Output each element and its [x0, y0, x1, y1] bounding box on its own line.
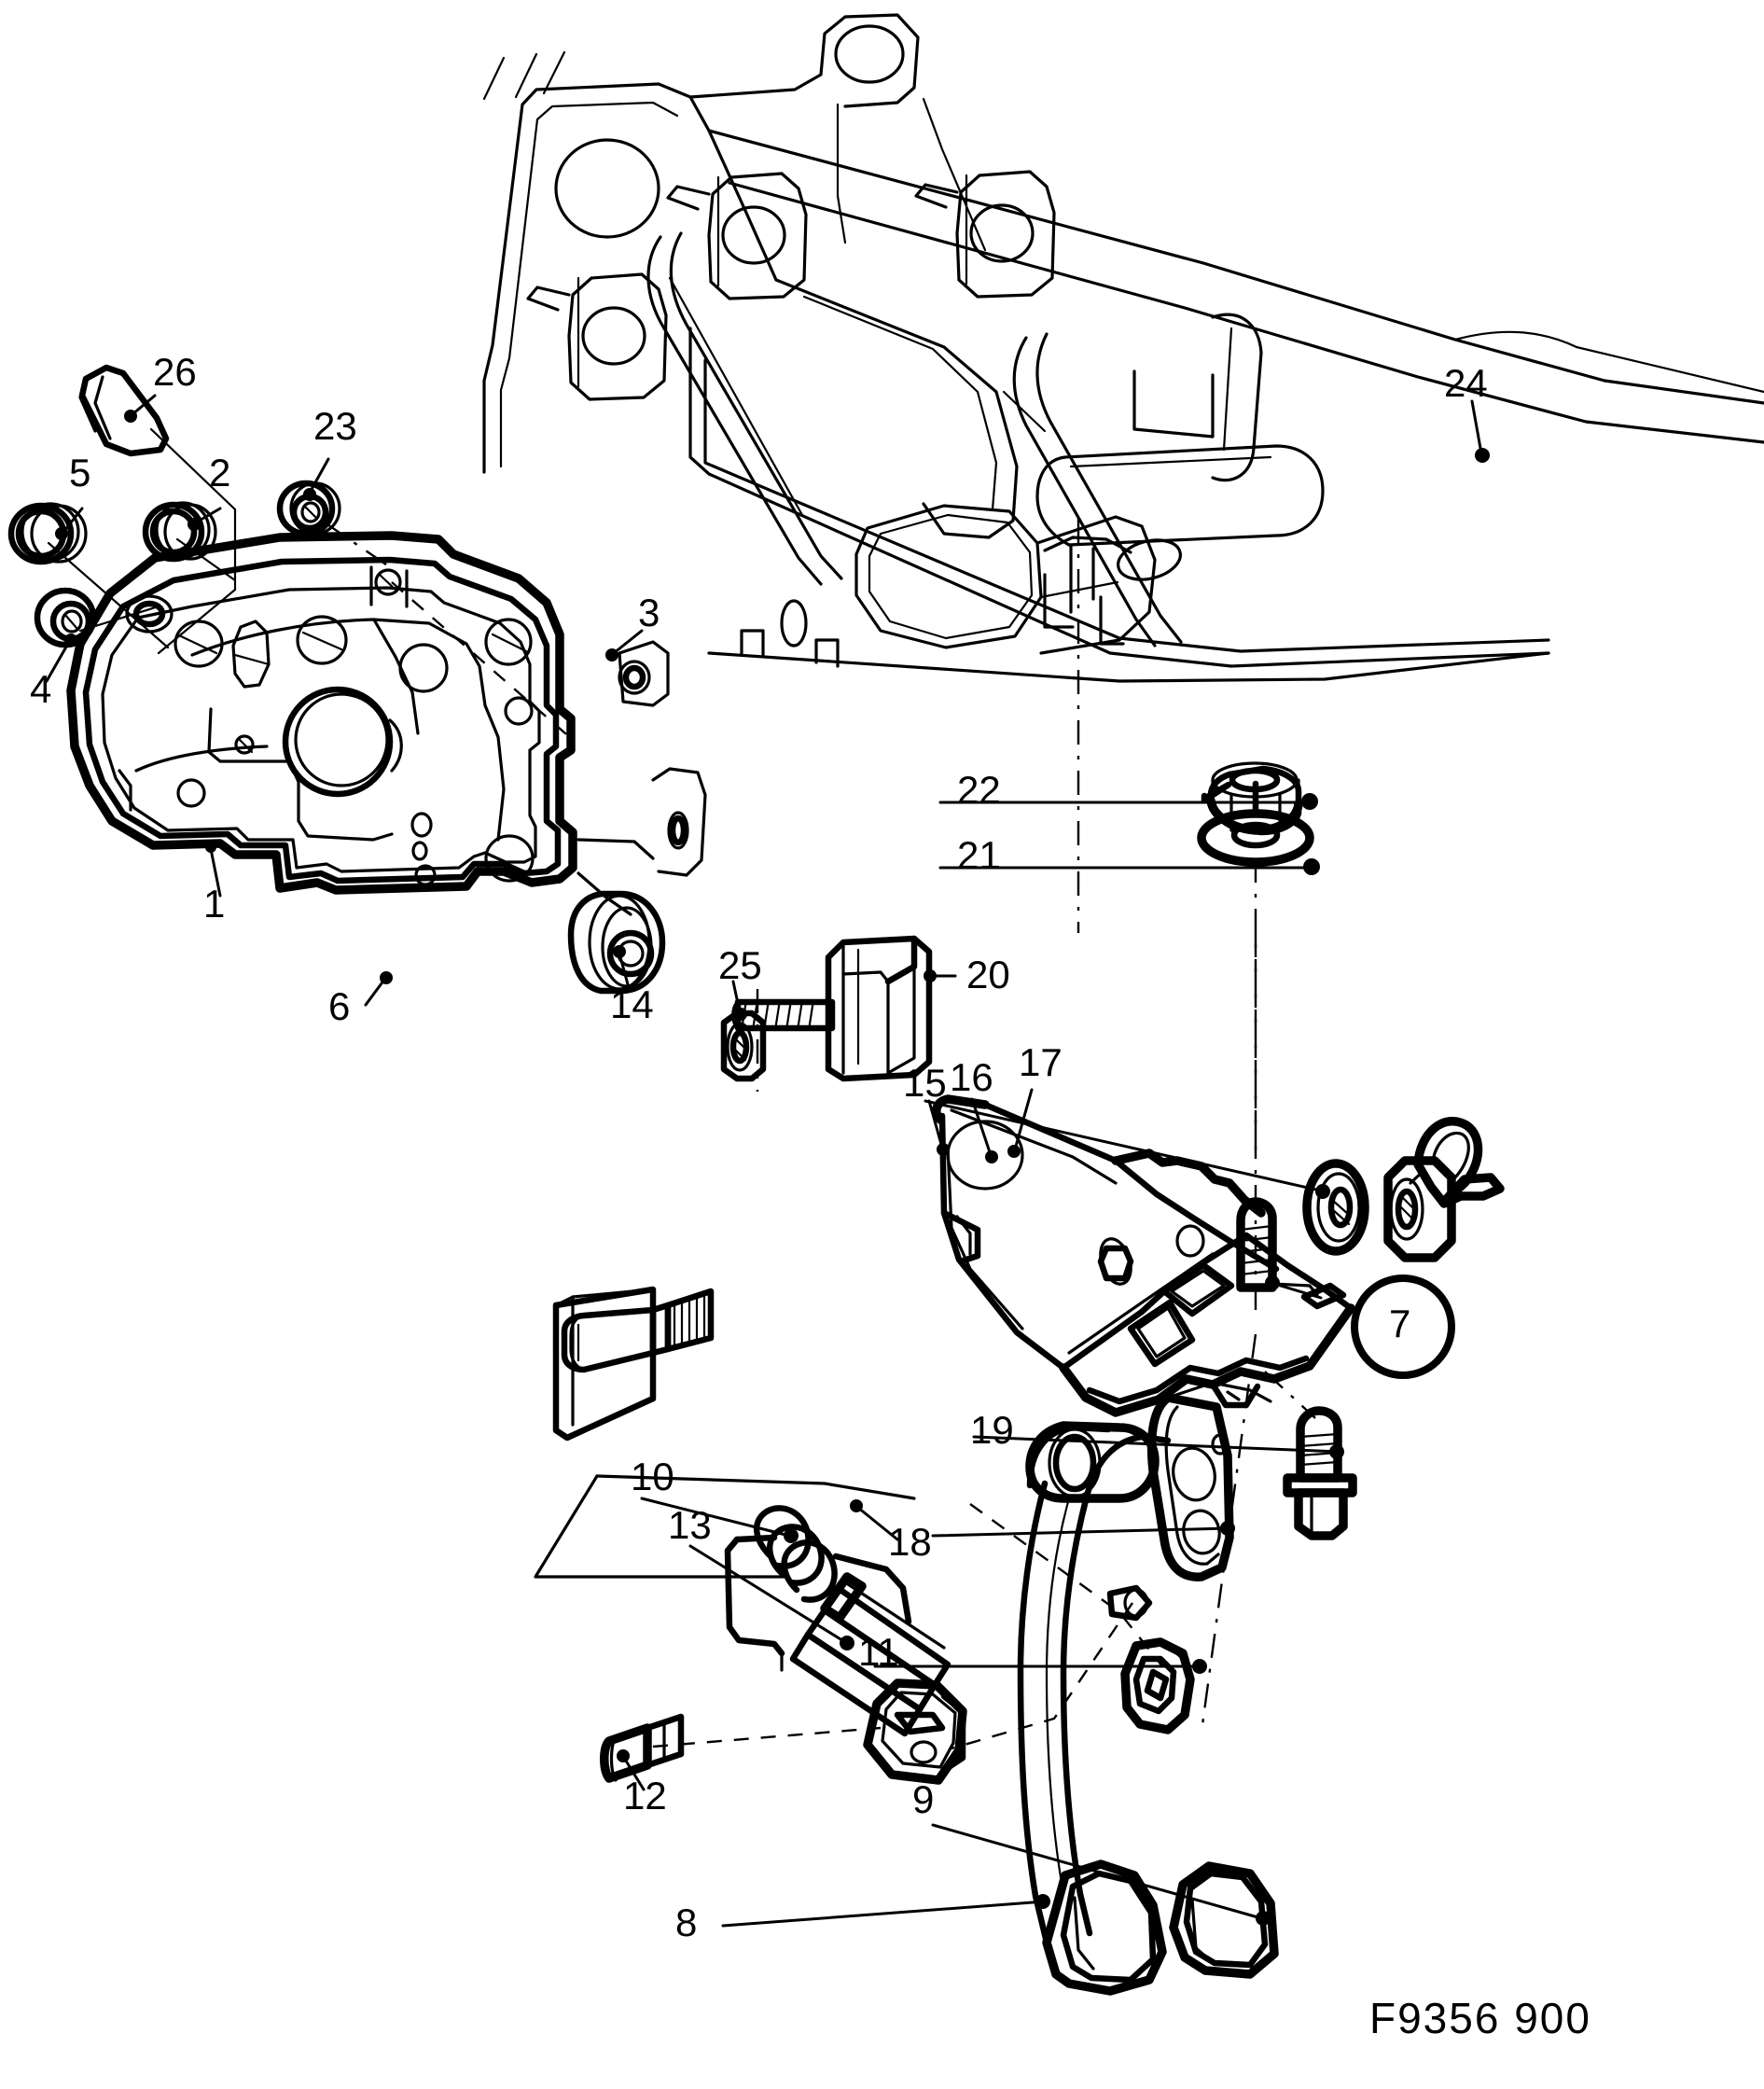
bracket-boss-lower [526, 272, 668, 401]
callout-label-3: 3 [638, 591, 660, 634]
leader-23 [308, 457, 330, 494]
callout-label-6: 6 [328, 984, 351, 1028]
callout-label-17: 17 [1019, 1040, 1063, 1084]
part-14-adjuster-rod [561, 1288, 715, 1373]
part-13-push-rod [789, 1572, 967, 1785]
callout-label-10: 10 [631, 1455, 674, 1498]
callout-label-8: 8 [675, 1901, 698, 1944]
callout-label-12: 12 [623, 1774, 667, 1817]
part-26-rubber-stop [78, 364, 170, 457]
part-3-bush [567, 890, 666, 995]
callout-7-circle [1351, 1274, 1455, 1379]
part-19-flanged-bolt [1264, 1371, 1357, 1540]
callout-label-22: 22 [957, 768, 1001, 812]
callout-label-24: 24 [1444, 361, 1488, 405]
bracket-boss-center [914, 170, 1056, 299]
callout-label-7: 7 [1389, 1302, 1411, 1345]
callout-label-16: 16 [950, 1055, 993, 1099]
callout-label-21: 21 [957, 833, 1001, 877]
part-1-cover-plate [66, 531, 707, 916]
callout-label-23: 23 [313, 404, 357, 448]
callout-label-13: 13 [668, 1503, 712, 1547]
callout-label-11: 11 [858, 1630, 899, 1674]
callout-label-4: 4 [30, 667, 52, 711]
part-8-pedal-arm [1017, 1421, 1172, 1996]
part-12-bush-pin [600, 1713, 685, 1783]
callout-label-14: 14 [610, 982, 654, 1026]
callout-label-5: 5 [69, 451, 91, 494]
part-11-clip [1120, 1637, 1195, 1734]
callout-label-19: 19 [970, 1408, 1014, 1452]
callout-label-25: 25 [718, 943, 762, 987]
callout-label-15: 15 [903, 1061, 947, 1105]
pedal-support-bracket [932, 1094, 1355, 1417]
leader-and-centre-lines [45, 394, 1490, 1928]
callout-label-18: 18 [888, 1520, 932, 1564]
callout-10-boxline [534, 1474, 785, 1579]
figure-code: F9356 900 [1369, 1994, 1591, 2042]
part-15-washer [1302, 1159, 1369, 1256]
bracket-boss-left [666, 172, 808, 300]
part-10-return-spring [724, 1505, 912, 1672]
callout-label-2: 2 [209, 451, 231, 494]
callout-label-26: 26 [153, 350, 197, 394]
part-17-spring-clip [1413, 1117, 1505, 1208]
callout-label-9: 9 [912, 1777, 935, 1821]
callout-label-20: 20 [966, 953, 1010, 996]
callout-label-1: 1 [203, 882, 226, 926]
bulkhead-support-bracket [482, 13, 1764, 683]
